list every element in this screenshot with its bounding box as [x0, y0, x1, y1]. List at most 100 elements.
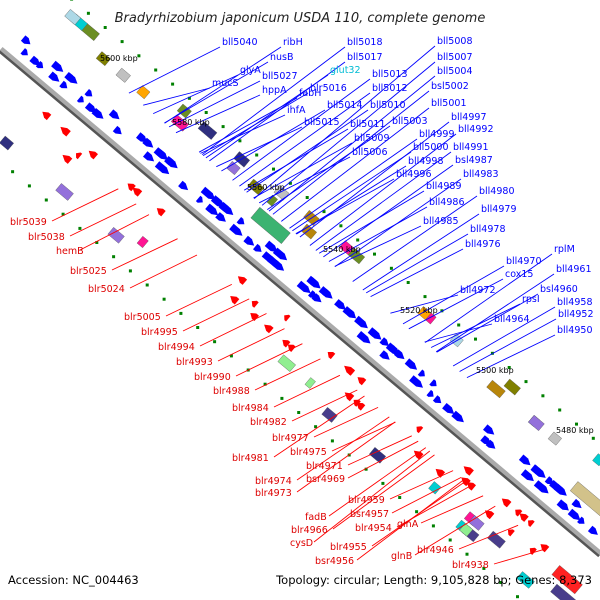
reverse-gene-arrow: [507, 529, 515, 537]
reverse-gene-arrow: [353, 399, 361, 407]
reverse-gene-label: blr4990: [194, 372, 231, 383]
forward-leader-line: [289, 138, 418, 229]
reverse-gene-arrow: [348, 369, 356, 376]
reverse-leader-line: [69, 203, 137, 237]
forward-gene-arrow: [264, 240, 278, 253]
forward-gene-arrow: [379, 350, 390, 360]
scale-tick: [423, 295, 427, 299]
forward-gene-arrow: [267, 255, 282, 269]
forward-leader-line: [281, 107, 430, 222]
cog-category-box: [592, 453, 600, 467]
scale-tick: [95, 241, 99, 244]
forward-gene-arrow: [385, 342, 400, 355]
reverse-gene-label: blr5038: [28, 232, 65, 243]
cog-category-box: [64, 9, 81, 26]
reverse-gene-arrow: [156, 208, 166, 217]
forward-gene-arrow: [577, 516, 585, 524]
forward-leader-line: [408, 278, 504, 330]
cog-category-box: [0, 135, 14, 151]
scale-tick: [457, 323, 461, 327]
scale-tick: [204, 111, 208, 114]
cog-category-box: [273, 185, 290, 201]
reverse-gene-arrow: [42, 111, 52, 121]
forward-gene-arrow: [432, 395, 442, 404]
cog-category-box: [300, 223, 317, 240]
scale-tick: [330, 439, 334, 443]
forward-gene-arrow: [143, 151, 155, 162]
forward-gene-label: bll5012: [372, 83, 408, 94]
forward-gene-label: bll4964: [494, 314, 530, 325]
reverse-gene-arrow: [356, 402, 366, 411]
forward-gene-arrow: [64, 72, 78, 84]
reverse-gene-arrow: [466, 482, 476, 491]
forward-leader-line: [232, 78, 371, 181]
reverse-gene-label: blr4973: [255, 488, 292, 499]
forward-gene-arrow: [354, 315, 368, 329]
forward-gene-label: bll4961: [556, 264, 592, 275]
scale-tick: [482, 566, 486, 570]
forward-gene-arrow: [480, 435, 492, 445]
scale-tick: [263, 382, 267, 386]
cog-category-box: [95, 51, 111, 67]
reverse-gene-arrow: [230, 296, 240, 305]
cog-category-box: [107, 227, 125, 244]
scale-tick: [575, 422, 578, 426]
scale-tick: [213, 340, 217, 344]
scale-tick: [162, 297, 166, 301]
reverse-gene-label: blr4977: [272, 433, 309, 444]
cog-category-box: [136, 85, 151, 100]
forward-gene-arrow: [48, 71, 60, 82]
reverse-gene-arrow: [127, 183, 136, 192]
reverse-gene-arrow: [413, 450, 424, 460]
reverse-gene-label: blr5025: [70, 266, 107, 277]
forward-leader-line: [370, 248, 464, 298]
forward-gene-label: ihfA: [287, 105, 306, 116]
forward-gene-label: glyA: [240, 65, 261, 76]
forward-gene-label: bll4996: [396, 169, 432, 180]
forward-gene-label: bll4991: [453, 142, 489, 153]
forward-gene-arrow: [218, 201, 231, 213]
scale-tick: [61, 212, 65, 216]
forward-gene-arrow: [409, 375, 423, 388]
cog-category-box: [503, 378, 521, 396]
reverse-gene-arrow: [237, 276, 248, 285]
forward-gene-label: bll4992: [458, 124, 494, 135]
forward-gene-label: bll5000: [413, 142, 449, 153]
forward-gene-arrow: [20, 48, 28, 56]
cog-category-box: [197, 121, 218, 140]
cog-category-box: [321, 407, 338, 423]
reverse-gene-label: blr5024: [88, 284, 125, 295]
reverse-gene-arrow: [528, 520, 535, 527]
forward-leader-line: [424, 253, 553, 343]
reverse-gene-arrow: [88, 150, 98, 160]
forward-gene-arrow: [311, 293, 322, 303]
cog-category-box: [304, 377, 316, 389]
reverse-gene-arrow: [76, 152, 83, 160]
forward-gene-label: bll5003: [392, 116, 428, 127]
reverse-gene-arrow: [357, 377, 367, 386]
forward-leader-line: [466, 334, 556, 379]
cog-category-box: [516, 571, 535, 589]
highlighted-gene-box: [250, 206, 291, 244]
accession-text: Accession: NC_004463: [8, 573, 139, 587]
forward-gene-label: bll4999: [419, 129, 455, 140]
cog-category-box: [170, 114, 189, 132]
scale-tick: [255, 153, 259, 157]
forward-leader-line: [253, 142, 353, 199]
reverse-leader-line: [347, 440, 419, 479]
scale-tick: [196, 326, 200, 329]
forward-gene-arrow: [21, 36, 31, 45]
forward-gene-label: mucS: [212, 78, 239, 89]
reverse-leader-line: [313, 406, 379, 438]
scale-tick: [27, 184, 31, 188]
forward-leader-line: [334, 225, 422, 267]
reverse-gene-label: blr4993: [176, 357, 213, 368]
forward-leader-line: [295, 178, 395, 234]
reverse-gene-arrow: [503, 500, 512, 508]
forward-leader-line: [201, 46, 346, 156]
reverse-gene-arrow: [435, 468, 446, 478]
scale-tick: [103, 26, 107, 29]
scale-tick: [415, 510, 419, 514]
reverse-leader-line: [129, 254, 198, 289]
